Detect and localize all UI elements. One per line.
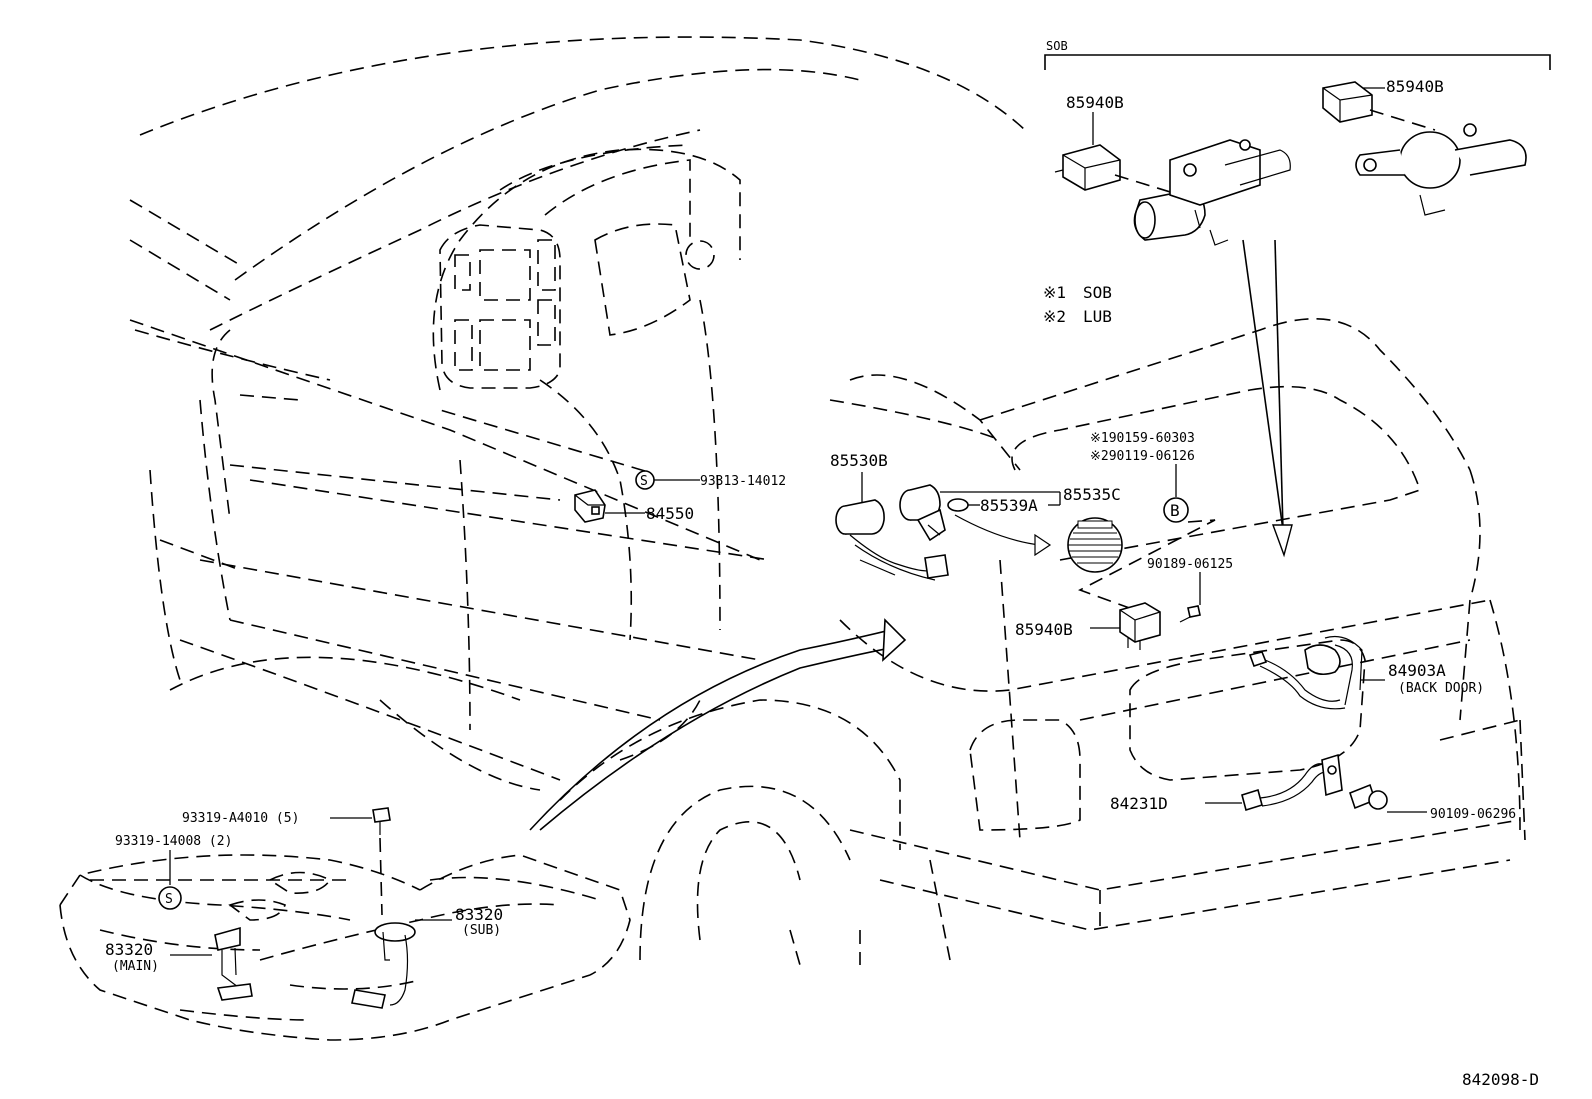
label-84550: 84550 [646,504,694,523]
label-85535c: 85535C [1063,485,1121,504]
label-83320-sub-note: (SUB) [462,923,501,938]
label-93319-14008: 93319-14008 (2) [115,834,232,849]
harness-84231d [1241,753,1343,812]
label-90119-06126: ※290119-06126 [1090,449,1195,464]
callout-85530b-group: 85530B 85539A 85535C [830,451,1123,581]
bolt-90109 [1349,783,1388,810]
bulb-85539a [947,498,969,512]
callout-84550-group: S 93313-14012 84550 [439,409,786,523]
switch-84550 [574,489,606,523]
diagram-id: 842098-D [1462,1070,1539,1089]
socket-85535c [899,484,946,542]
sob-group: SOB 85940B 85940B [1044,39,1551,246]
sob-group-label: SOB [1046,39,1068,53]
sender-gauge-83320-main [214,926,253,1001]
label-83320-main-note: (MAIN) [112,959,159,974]
label-85940b-top-right: 85940B [1386,77,1444,96]
label-84903a-note: (BACK DOOR) [1398,681,1484,696]
sender-gauge-83320-sub [351,922,416,1009]
socket-85530b [835,499,949,581]
callout-84903a-group: 84903A (BACK DOOR) [1248,635,1484,710]
b-circle-text: B [1170,501,1180,520]
label-85940b-main: 85940B [1015,620,1073,639]
legend-text-2: LUB [1083,307,1112,326]
s-circle-lower-symbol [158,886,182,910]
s-circle-lower-text: S [165,892,173,907]
motor-assembly-right [1355,123,1527,216]
label-85940b-top-left: 85940B [1066,93,1124,112]
sob-arrows [1242,239,1293,558]
label-85539a: 85539A [980,496,1038,515]
s-circle-upper-text: S [640,474,648,489]
legend: ※1 SOB ※2 LUB [1043,283,1112,326]
label-84231d: 84231D [1110,794,1168,813]
legend-mark-1: ※1 [1043,283,1066,302]
relay-85940b-top-left [1054,144,1121,191]
legend-text-1: SOB [1083,283,1112,302]
callout-84231d-group: 84231D 90109-06296 [1110,753,1516,822]
label-84903a: 84903A [1388,661,1446,680]
screw-90189 [1179,605,1201,623]
lens-hatched [1067,517,1123,573]
label-93319-a4010: 93319-A4010 (5) [182,811,299,826]
direction-arrow-curved [529,618,907,831]
label-83320-sub: 83320 [455,905,503,924]
label-90159-60303: ※190159-60303 [1090,431,1195,446]
legend-mark-2: ※2 [1043,307,1066,326]
callout-85940b-group: ※190159-60303 ※290119-06126 B 90189-0612… [1015,431,1233,650]
motor-assembly-left [1133,139,1291,246]
label-90189-06125: 90189-06125 [1147,557,1233,572]
label-85530b: 85530B [830,451,888,470]
label-83320-main: 83320 [105,940,153,959]
relay-85940b-main [1119,602,1161,650]
vehicle-body-outline [129,36,1526,966]
bolt-93319-a4010 [372,807,391,835]
b-circle-symbol [1163,497,1189,523]
relay-85940b-top-right [1322,81,1373,123]
label-93313-14012: 93313-14012 [700,474,786,489]
harness-84903a [1248,635,1363,710]
label-90109-06296: 90109-06296 [1430,807,1516,822]
fuel-tank-group: 93319-A4010 (5) 93319-14008 (2) S 83320 … [59,807,631,1041]
